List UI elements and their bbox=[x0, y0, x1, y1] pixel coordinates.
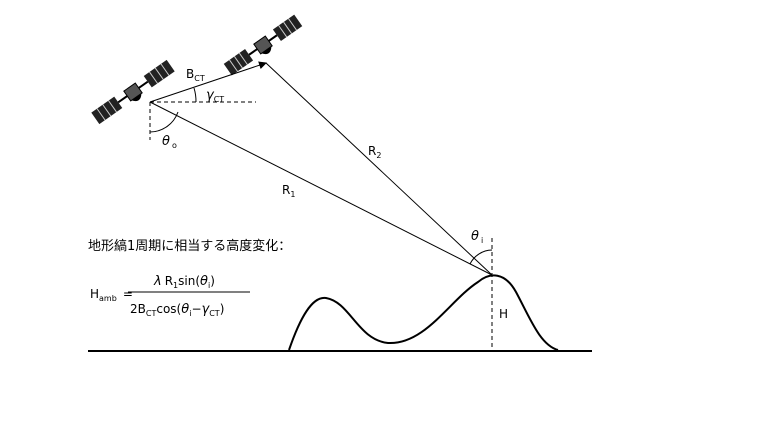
formula-lhs: Hamb= bbox=[90, 287, 133, 303]
baseline-label: BCT bbox=[186, 67, 205, 83]
theta-i-angle-arc bbox=[469, 249, 493, 265]
terrain-profile bbox=[288, 274, 559, 351]
range-1-label: R1 bbox=[282, 183, 295, 199]
formula-denominator: 2BCTcos(θi−γCT) bbox=[130, 302, 224, 318]
range-2-line bbox=[265, 62, 493, 276]
satellite-1-icon bbox=[91, 59, 175, 125]
formula-caption: 地形縞1周期に相当する高度変化： bbox=[88, 238, 291, 254]
theta-o-angle-arc bbox=[149, 111, 179, 133]
baseline-arrow bbox=[149, 61, 267, 103]
satellite-2-icon bbox=[223, 14, 303, 76]
height-label: H bbox=[499, 307, 508, 321]
range-2-label: R2 bbox=[368, 144, 381, 160]
gamma-label: γCT bbox=[206, 88, 224, 104]
gamma-angle-arc bbox=[193, 87, 197, 103]
range-1-line bbox=[149, 101, 493, 276]
